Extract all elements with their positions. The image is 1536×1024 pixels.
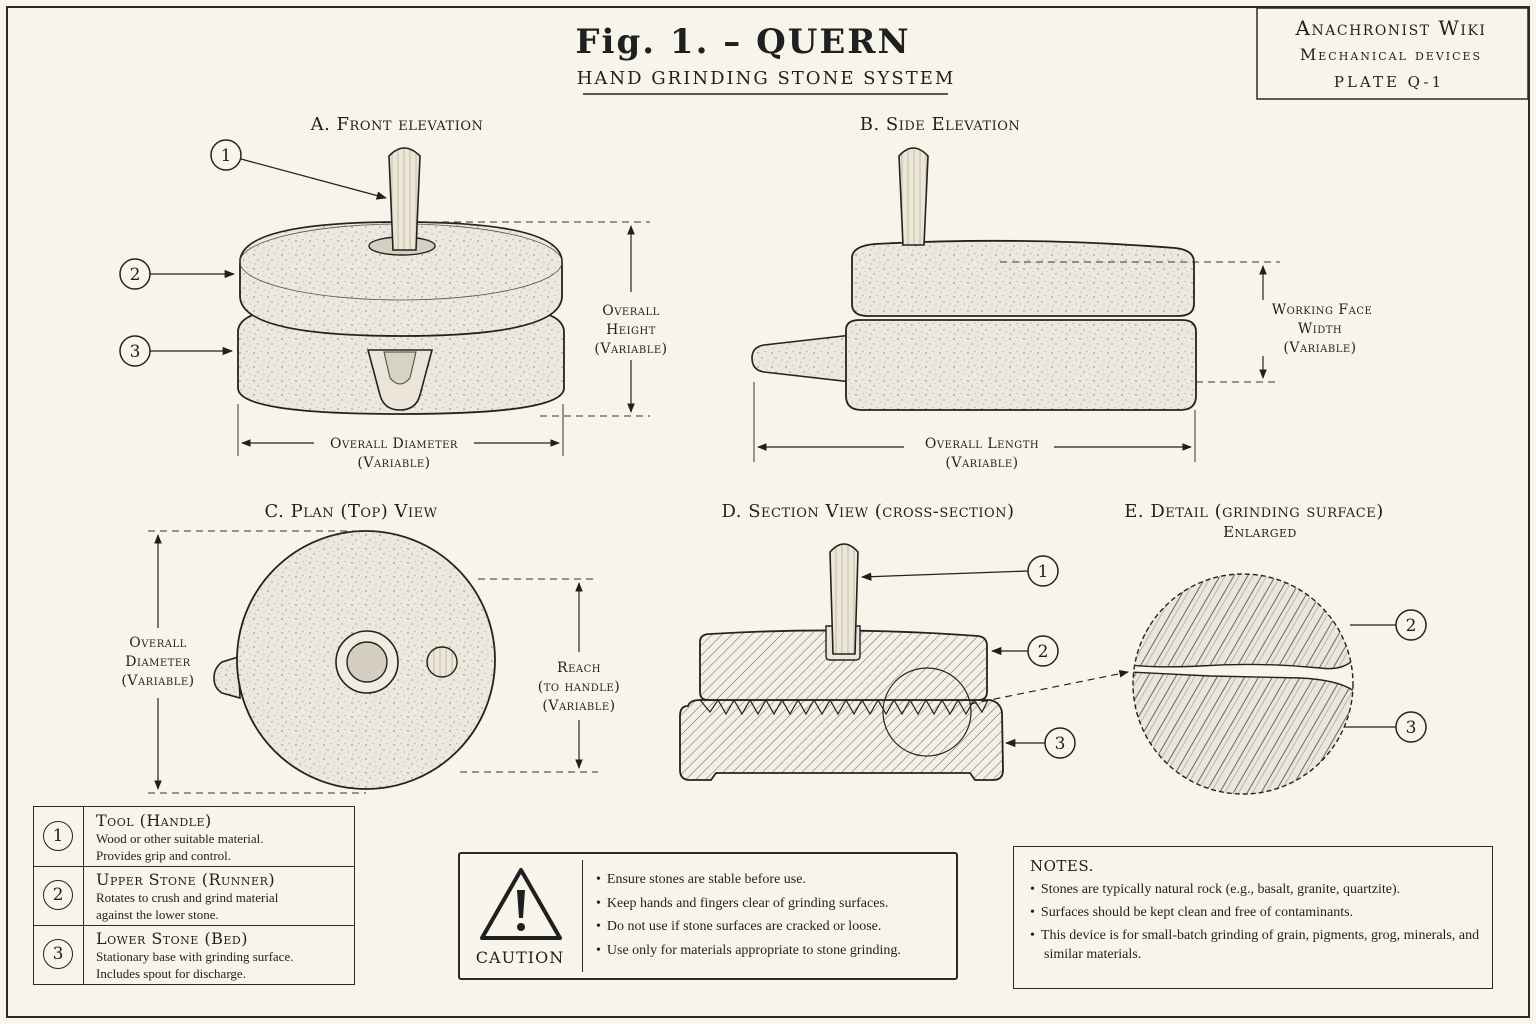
- front-height-label: Overall: [602, 303, 660, 319]
- legend-row-upper-stone: 2 Upper Stone (Runner) Rotates to crush …: [34, 866, 354, 926]
- section-view: D. Section View (cross-section) 1 2 3: [679, 501, 1129, 781]
- plate-border: [6, 6, 1530, 1018]
- detail-view: E. Detail (grinding surface) Enlarged 2 …: [1124, 501, 1427, 795]
- caution-item: Keep hands and fingers clear of grinding…: [596, 892, 901, 916]
- notes-panel: NOTES. Stones are typically natural rock…: [1013, 846, 1493, 989]
- note-item: Surfaces should be kept clean and free o…: [1030, 903, 1480, 922]
- plan-handle-top: [426, 646, 458, 678]
- side-width-variable: (Variable): [1283, 340, 1356, 356]
- plan-diameter-label-2: Diameter: [125, 654, 190, 670]
- legend-desc-lower-stone-1: Stationary base with grinding surface.: [96, 949, 294, 964]
- side-handle: [898, 147, 929, 246]
- plate-wiki-name: Anachronist Wiki: [1295, 16, 1487, 40]
- callout-2-front-label: 2: [130, 265, 141, 285]
- legend-title-handle: Tool (Handle): [96, 811, 212, 830]
- legend-title-upper-stone: Upper Stone (Runner): [96, 870, 276, 889]
- legend-desc-handle-1: Wood or other suitable material.: [96, 831, 264, 846]
- figure-subtitle: HAND GRINDING STONE SYSTEM: [577, 68, 956, 89]
- note-item: This device is for small-batch grinding …: [1030, 926, 1480, 964]
- front-handle: [388, 147, 421, 251]
- detail-view-heading: E. Detail (grinding surface): [1124, 501, 1383, 522]
- notes-title: NOTES.: [1030, 857, 1094, 875]
- notes-list: Stones are typically natural rock (e.g.,…: [1030, 880, 1480, 968]
- plan-view: C. Plan (Top) View Overall Diameter (Var…: [121, 501, 620, 794]
- caution-divider: [582, 860, 583, 972]
- front-elevation-heading: A. Front elevation: [310, 114, 484, 135]
- legend-title-lower-stone: Lower Stone (Bed): [96, 929, 248, 948]
- front-height-variable: (Variable): [594, 341, 667, 357]
- plate-number: PLATE Q-1: [1334, 73, 1444, 91]
- plan-spout: [213, 655, 241, 700]
- legend-row-handle: 1 Tool (Handle) Wood or other suitable m…: [34, 807, 354, 867]
- plan-reach-sublabel: (to handle): [538, 679, 620, 695]
- legend-num-3: 3: [43, 939, 73, 969]
- caution-item: Use only for materials appropriate to st…: [596, 939, 901, 963]
- front-diameter-label: Overall Diameter: [330, 436, 458, 452]
- side-length-variable: (Variable): [945, 455, 1018, 471]
- warning-triangle-icon: [480, 868, 562, 940]
- plan-reach-label: Reach: [557, 660, 601, 676]
- plan-reach-variable: (Variable): [542, 698, 615, 714]
- legend-desc-handle-2: Provides grip and control.: [96, 848, 232, 863]
- plan-eye-inner: [346, 641, 388, 683]
- callout-3-front-label: 3: [130, 342, 141, 362]
- section-detail-circle: [882, 667, 972, 757]
- side-spout: [751, 334, 853, 383]
- callout-1-front-label: 1: [221, 146, 232, 166]
- side-elevation-view: B. Side Elevation Working Face Width (Va…: [751, 114, 1373, 471]
- legend-num-1: 1: [43, 821, 73, 851]
- parts-legend: 1 Tool (Handle) Wood or other suitable m…: [33, 806, 355, 985]
- figure-title: Fig. 1. – QUERN: [575, 22, 910, 62]
- caution-item: Do not use if stone surfaces are cracked…: [596, 915, 901, 939]
- side-width-label: Working Face: [1272, 302, 1373, 318]
- side-elevation-heading: B. Side Elevation: [860, 114, 1021, 135]
- section-handle: [829, 543, 859, 655]
- caution-item: Ensure stones are stable before use.: [596, 868, 901, 892]
- caution-list: Ensure stones are stable before use. Kee…: [596, 868, 901, 962]
- legend-row-lower-stone: 3 Lower Stone (Bed) Stationary base with…: [34, 925, 354, 984]
- side-width-label-2: Width: [1298, 321, 1342, 337]
- front-elevation-view: A. Front elevation 1 2 3 Overall Height …: [119, 114, 667, 471]
- detail-magnifier: [1132, 573, 1354, 795]
- plan-view-heading: C. Plan (Top) View: [265, 501, 438, 522]
- callout-1-section-label: 1: [1038, 562, 1049, 582]
- legend-desc-lower-stone-2: Includes spout for discharge.: [96, 966, 246, 981]
- callout-1-front: [210, 139, 242, 171]
- note-item: Stones are typically natural rock (e.g.,…: [1030, 880, 1480, 899]
- legend-desc-upper-stone-2: against the lower stone.: [96, 907, 219, 922]
- legend-num-2: 2: [43, 880, 73, 910]
- side-length-label: Overall Length: [925, 436, 1039, 452]
- plan-diameter-label: Overall: [129, 635, 187, 651]
- callout-2-section-label: 2: [1038, 642, 1049, 662]
- callout-3-section-label: 3: [1055, 734, 1066, 754]
- callout-2-detail-label: 2: [1406, 616, 1417, 636]
- section-view-heading: D. Section View (cross-section): [721, 501, 1014, 522]
- legend-desc-upper-stone-1: Rotates to crush and grind material: [96, 890, 279, 905]
- front-diameter-variable: (Variable): [357, 455, 430, 471]
- plate-id-box: Anachronist Wiki Mechanical devices PLAT…: [1256, 7, 1529, 100]
- callout-3-detail-label: 3: [1406, 718, 1417, 738]
- plan-diameter-variable: (Variable): [121, 673, 194, 689]
- detail-leader: [969, 669, 1129, 705]
- caution-panel: CAUTION Ensure stones are stable before …: [458, 852, 958, 980]
- plate-category: Mechanical devices: [1300, 45, 1482, 64]
- front-height-label-2: Height: [606, 322, 656, 338]
- detail-view-subheading: Enlarged: [1223, 523, 1297, 541]
- caution-label: CAUTION: [475, 948, 565, 967]
